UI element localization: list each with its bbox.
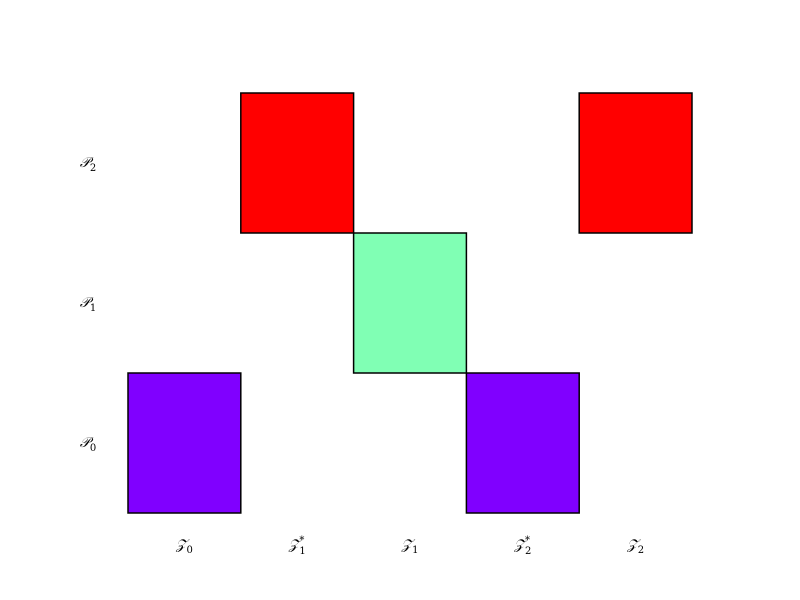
y-tick-label: 𝒫0 xyxy=(80,435,96,454)
x-tick-label: 𝒵0 xyxy=(175,537,193,556)
x-tick-label: 𝒵1 xyxy=(400,537,418,556)
x-tick-label: 𝒵*1 xyxy=(288,535,306,557)
y-tick-labels: 𝒫0 𝒫1 𝒫2 xyxy=(80,155,96,454)
x-tick-label: 𝒵2 xyxy=(626,537,644,556)
heatmap-cell xyxy=(465,372,580,514)
x-tick-label: 𝒵*2 xyxy=(513,535,531,557)
heatmap-cell xyxy=(240,92,355,234)
cells-group xyxy=(127,92,693,514)
heatmap-cell xyxy=(578,92,693,234)
y-tick-label: 𝒫1 xyxy=(80,295,96,314)
x-tick-labels: 𝒵0 𝒵*1 𝒵1 𝒵*2 𝒵2 xyxy=(175,535,644,557)
heatmap-cell xyxy=(352,232,468,374)
y-tick-label: 𝒫2 xyxy=(80,155,96,174)
heatmap-cell xyxy=(127,372,242,514)
